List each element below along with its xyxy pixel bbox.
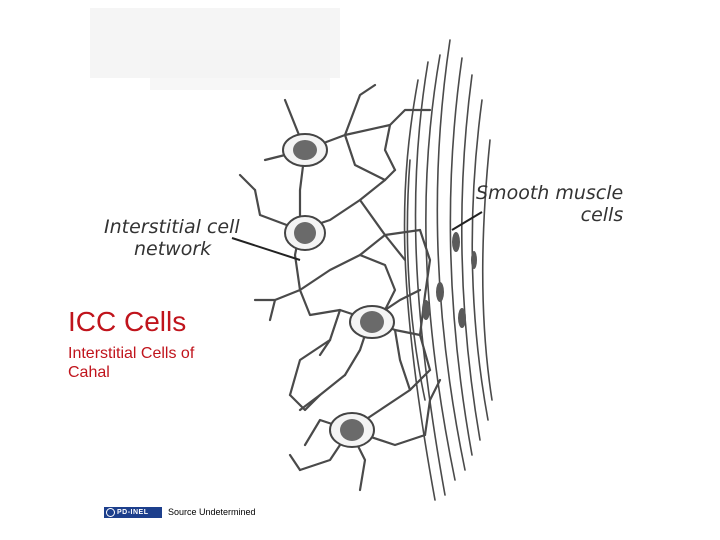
interstitial-cell-network-label: Interstitial cell network [104,216,240,260]
smooth-muscle-nuclei [422,232,477,328]
smooth-label-line1: Smooth muscle [476,182,624,204]
smooth-label-line2: cells [580,204,624,226]
smooth-muscle-cells-label: Smooth muscle cells [476,182,623,226]
scan-smudge [90,8,340,90]
smooth-muscle-fibers [403,39,493,501]
source-footer: PD-INEL Source Undetermined [104,506,256,518]
logo-ring-icon [106,507,115,517]
slide-title: ICC Cells [68,306,187,337]
interstitial-label-line1: Interstitial cell [104,216,240,238]
slide-subtitle: Interstitial Cells of Cahal [68,345,195,381]
smooth-muscle-pointer-line [451,211,483,231]
interstitial-label-line2: network [134,238,212,260]
interstitial-pointer-line [231,237,301,261]
logo-text: PD-INEL [117,508,149,516]
interstitial-cell-bodies [282,133,395,448]
pd-inel-logo: PD-INEL [104,506,162,518]
label-pointers [231,211,483,261]
interstitial-network [238,83,442,492]
source-note: Source Undetermined [168,507,256,517]
